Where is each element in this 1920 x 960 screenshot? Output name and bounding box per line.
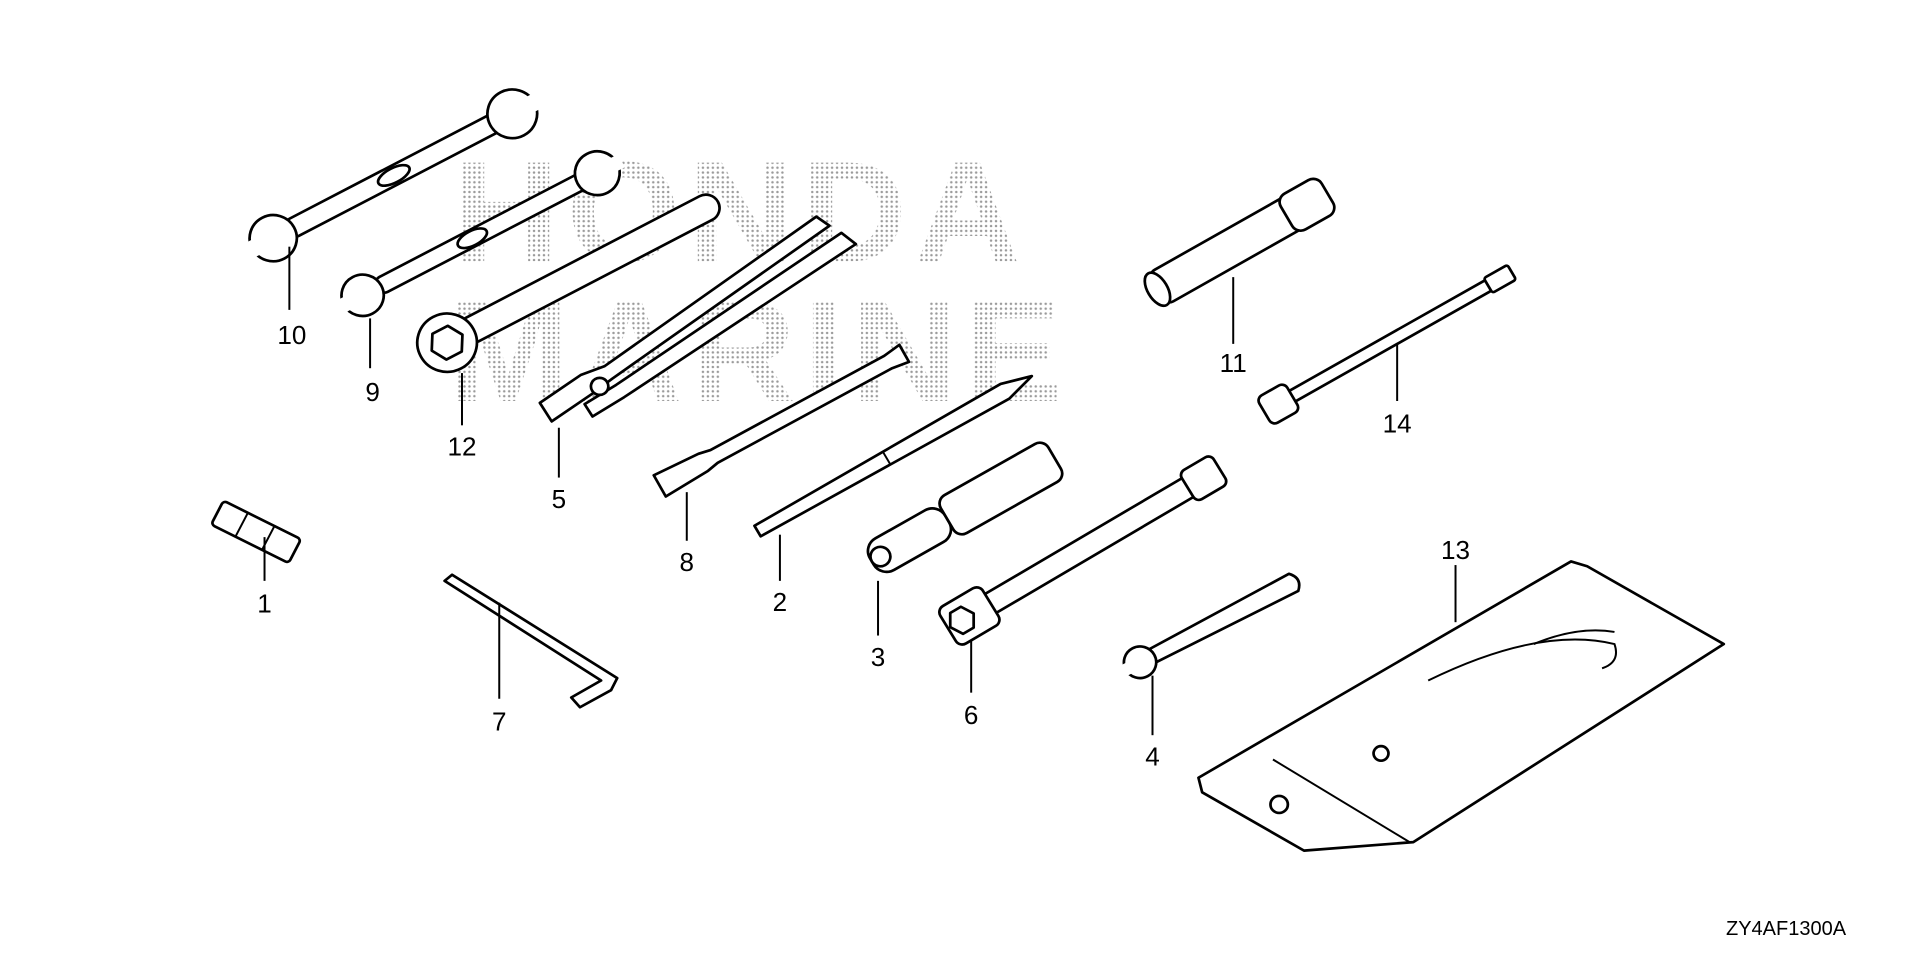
part-13-tool-bag[interactable] bbox=[1197, 560, 1726, 852]
part-14-extension-bar[interactable] bbox=[1256, 259, 1520, 426]
watermark-line1: HONDA bbox=[453, 132, 1028, 292]
callout-4: 4 bbox=[1145, 744, 1160, 772]
callout-11: 11 bbox=[1220, 350, 1247, 378]
part-2-screwdriver[interactable] bbox=[753, 369, 1036, 539]
part-8-screwdriver-handle[interactable] bbox=[652, 343, 911, 498]
part-7-hex-key[interactable] bbox=[443, 573, 619, 709]
callout-1: 1 bbox=[257, 591, 272, 619]
diagram-code: ZY4AF1300A bbox=[1726, 918, 1847, 940]
callout-6: 6 bbox=[964, 702, 979, 730]
part-4-small-wrench[interactable] bbox=[1115, 566, 1306, 685]
part-3-screwdriver-grip[interactable] bbox=[861, 439, 1066, 580]
callout-12: 12 bbox=[447, 434, 476, 462]
callout-7: 7 bbox=[492, 709, 507, 737]
part-5-pliers[interactable] bbox=[532, 207, 861, 436]
callout-13: 13 bbox=[1441, 537, 1470, 565]
part-9-open-end-wrench[interactable] bbox=[330, 141, 632, 326]
callout-8: 8 bbox=[680, 549, 695, 577]
callout-9: 9 bbox=[365, 379, 380, 407]
callout-2: 2 bbox=[773, 589, 788, 617]
callouts: 10 9 12 5 8 2 3 6 4 7 1 11 14 13 bbox=[257, 246, 1470, 772]
callout-14: 14 bbox=[1383, 411, 1412, 439]
part-1-clip[interactable] bbox=[211, 500, 302, 564]
callout-5: 5 bbox=[552, 486, 567, 514]
part-10-open-end-wrench[interactable] bbox=[237, 79, 550, 273]
callout-3: 3 bbox=[871, 644, 886, 672]
part-12-ring-spanner[interactable] bbox=[407, 176, 732, 382]
part-6-box-spanner[interactable] bbox=[937, 450, 1231, 647]
part-11-plug-wrench[interactable] bbox=[1138, 175, 1338, 312]
callout-10: 10 bbox=[277, 322, 306, 350]
